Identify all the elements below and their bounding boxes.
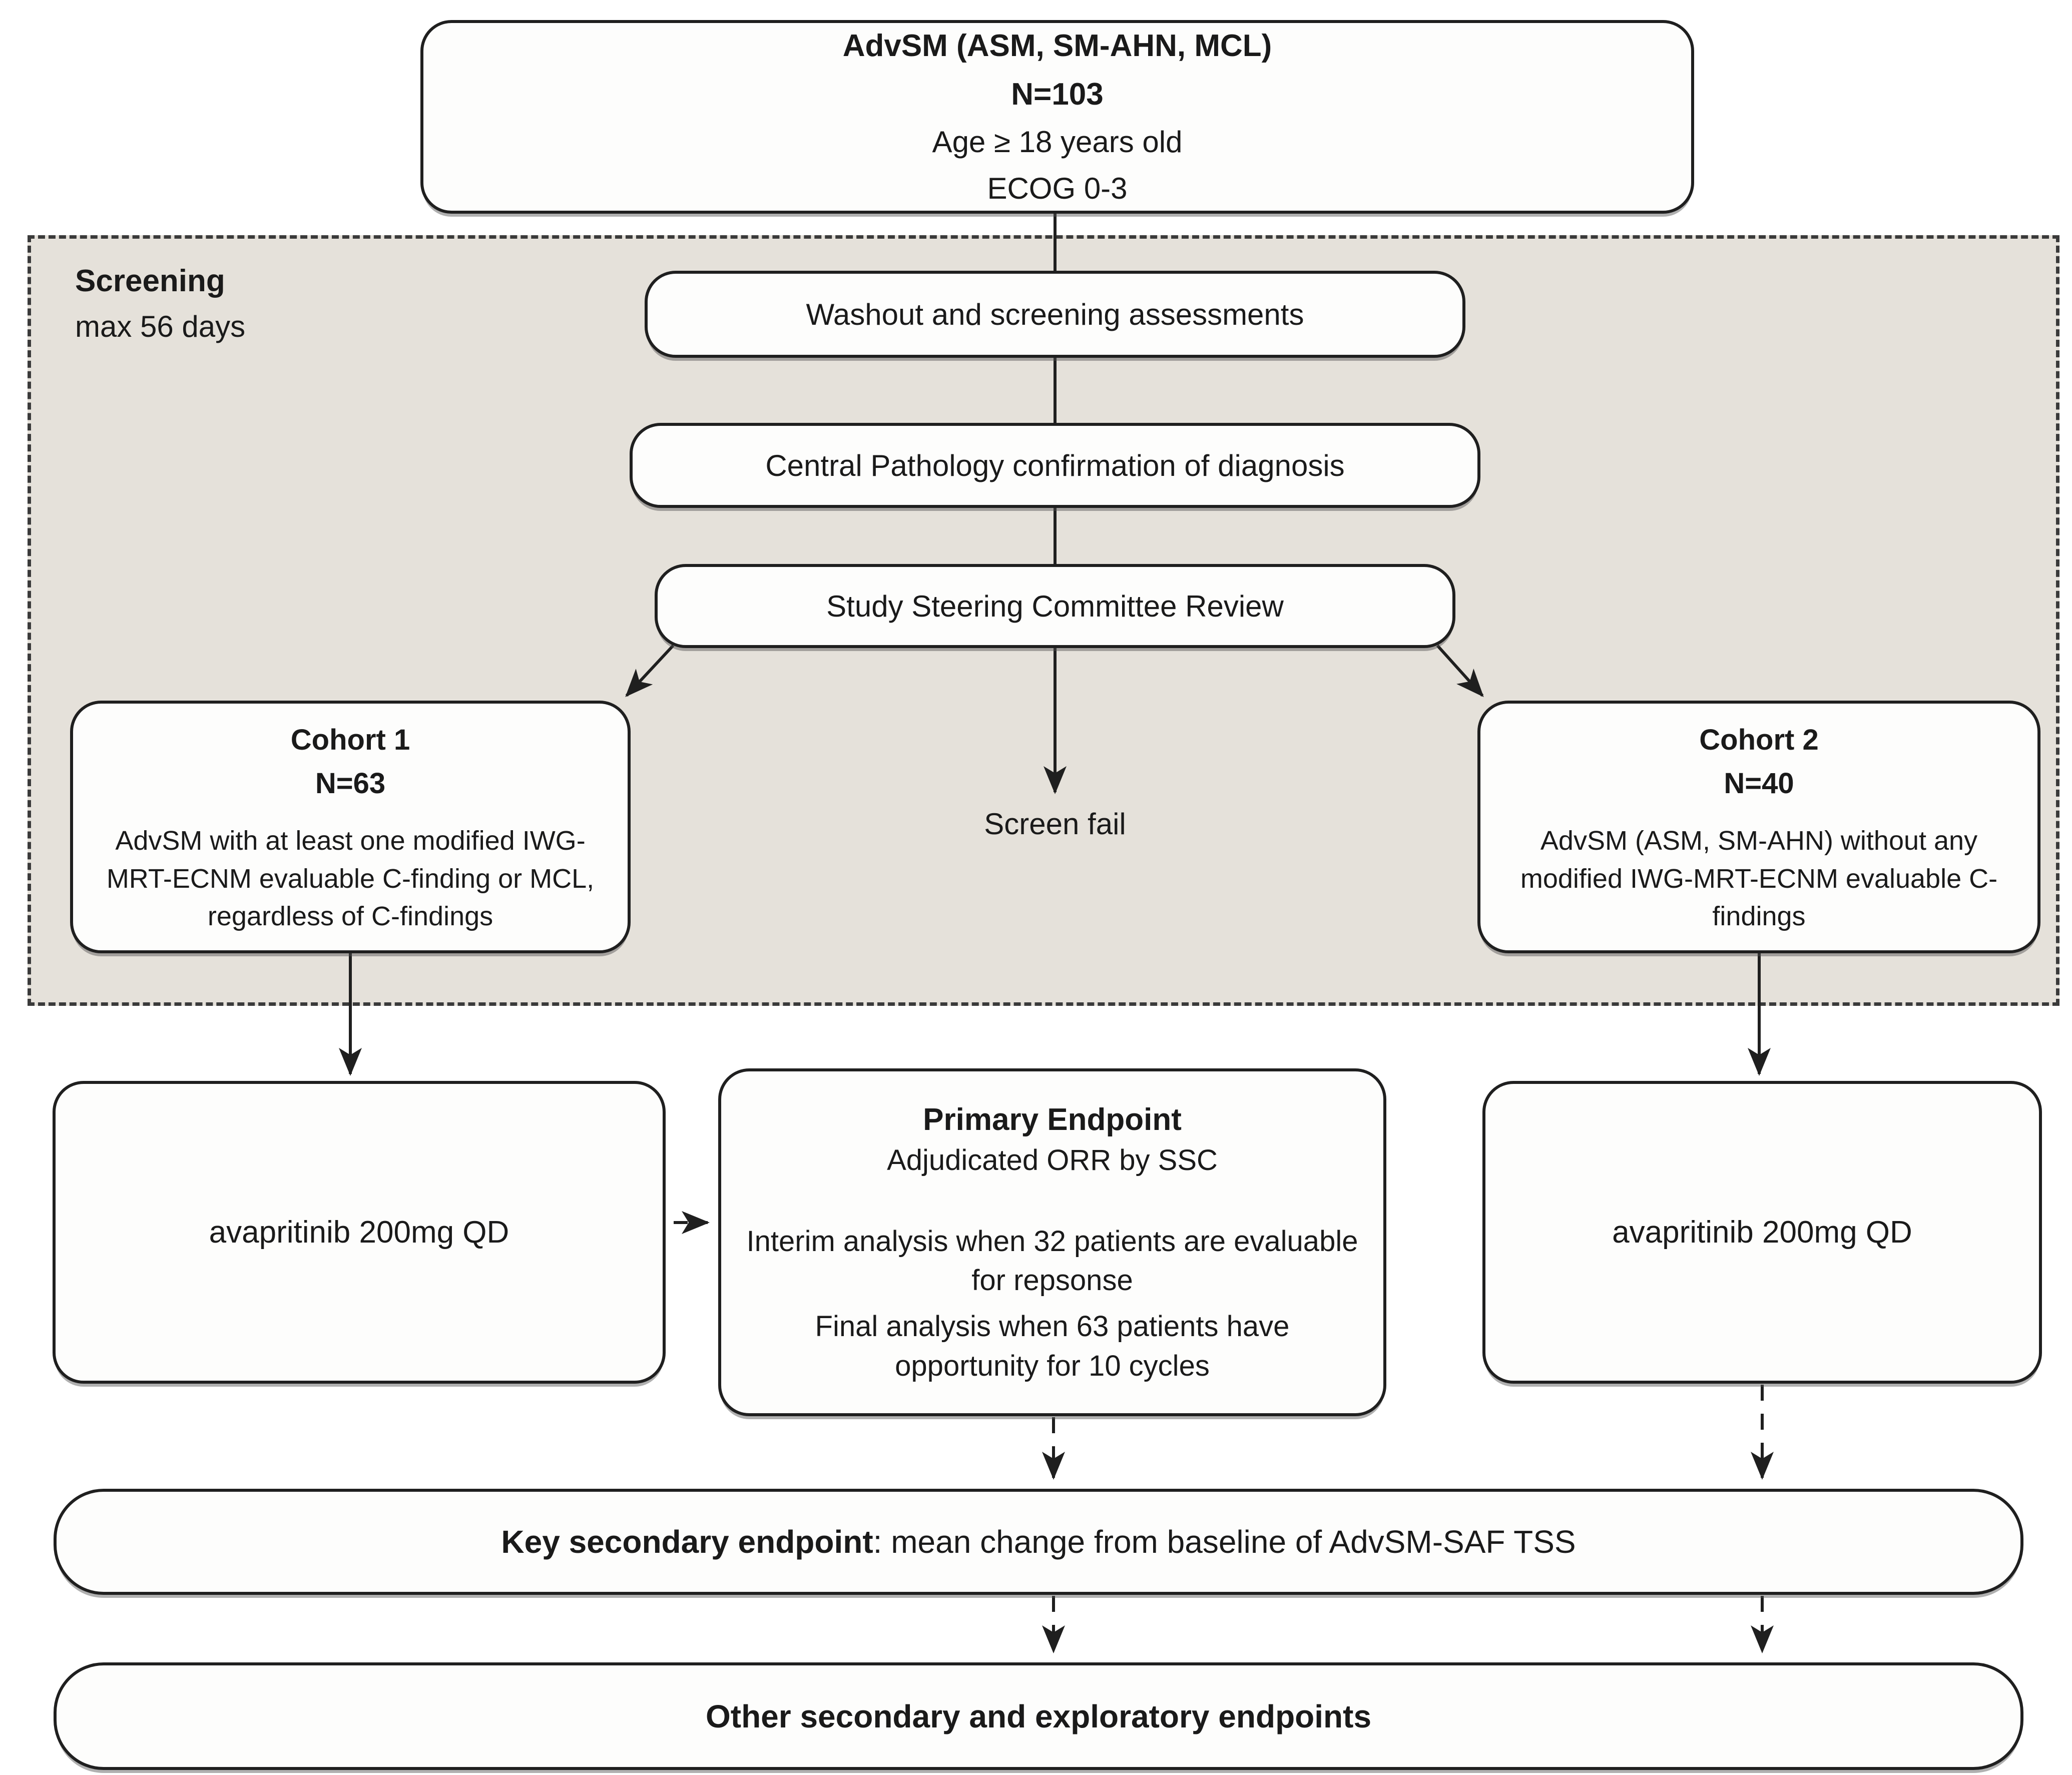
primary-endpoint-title: Primary Endpoint xyxy=(923,1102,1182,1137)
cohort2-title: Cohort 2 xyxy=(1699,724,1819,757)
treatment-cohort2-label: avapritinib 200mg QD xyxy=(1612,1215,1912,1250)
eligibility-ecog: ECOG 0-3 xyxy=(987,171,1128,205)
primary-endpoint-subtitle: Adjudicated ORR by SSC xyxy=(887,1143,1218,1176)
primary-endpoint-interim: Interim analysis when 32 patients are ev… xyxy=(746,1225,1358,1297)
screening-phase-label: Screening max 56 days xyxy=(75,258,245,349)
treatment-cohort1-box: avapritinib 200mg QD xyxy=(53,1081,666,1384)
arrow-ssc-to-cohort1 xyxy=(625,644,675,697)
screening-duration: max 56 days xyxy=(75,310,246,343)
ssc-review-box: Study Steering Committee Review xyxy=(655,564,1455,648)
other-endpoints-bar: Other secondary and exploratory endpoint… xyxy=(54,1662,2023,1770)
cohort1-header: Cohort 1 N=63 xyxy=(291,718,410,805)
cohort2-n: N=40 xyxy=(1724,767,1794,800)
other-endpoints-label: Other secondary and exploratory endpoint… xyxy=(705,1698,1372,1734)
treatment-cohort2-box: avapritinib 200mg QD xyxy=(1482,1081,2042,1384)
eligibility-population: AdvSM (ASM, SM-AHN, MCL) xyxy=(842,29,1272,64)
primary-endpoint-box: Primary Endpoint Adjudicated ORR by SSC … xyxy=(718,1068,1386,1416)
screening-title: Screening xyxy=(75,264,225,298)
key-secondary-endpoint-label: Key secondary endpoint xyxy=(501,1524,873,1560)
cohort1-box: Cohort 1 N=63 AdvSM with at least one mo… xyxy=(70,701,631,953)
primary-endpoint-final: Final analysis when 63 patients have opp… xyxy=(815,1310,1290,1382)
ssc-review-label: Study Steering Committee Review xyxy=(826,589,1284,623)
cohort1-n: N=63 xyxy=(315,767,386,800)
key-secondary-endpoint-bar: Key secondary endpoint: mean change from… xyxy=(54,1489,2023,1595)
washout-label: Washout and screening assessments xyxy=(806,297,1304,331)
eligibility-n: N=103 xyxy=(1011,77,1104,112)
eligibility-box: AdvSM (ASM, SM-AHN, MCL) N=103 Age ≥ 18 … xyxy=(420,20,1694,214)
screen-fail-label: Screen fail xyxy=(984,807,1126,841)
treatment-cohort1-label: avapritinib 200mg QD xyxy=(209,1215,509,1250)
cohort1-description: AdvSM with at least one modified IWG-MRT… xyxy=(106,826,595,932)
cohort2-description: AdvSM (ASM, SM-AHN) without any modified… xyxy=(1520,826,1998,932)
central-pathology-label: Central Pathology confirmation of diagno… xyxy=(765,448,1345,482)
central-pathology-box: Central Pathology confirmation of diagno… xyxy=(630,423,1480,508)
washout-box: Washout and screening assessments xyxy=(645,271,1465,358)
arrow-ssc-to-cohort2 xyxy=(1436,644,1484,697)
key-secondary-endpoint-text: : mean change from baseline of AdvSM-SAF… xyxy=(873,1524,1576,1560)
cohort2-box: Cohort 2 N=40 AdvSM (ASM, SM-AHN) withou… xyxy=(1477,701,2040,953)
eligibility-age: Age ≥ 18 years old xyxy=(932,125,1183,159)
cohort2-header: Cohort 2 N=40 xyxy=(1699,718,1818,805)
cohort1-title: Cohort 1 xyxy=(290,724,410,757)
